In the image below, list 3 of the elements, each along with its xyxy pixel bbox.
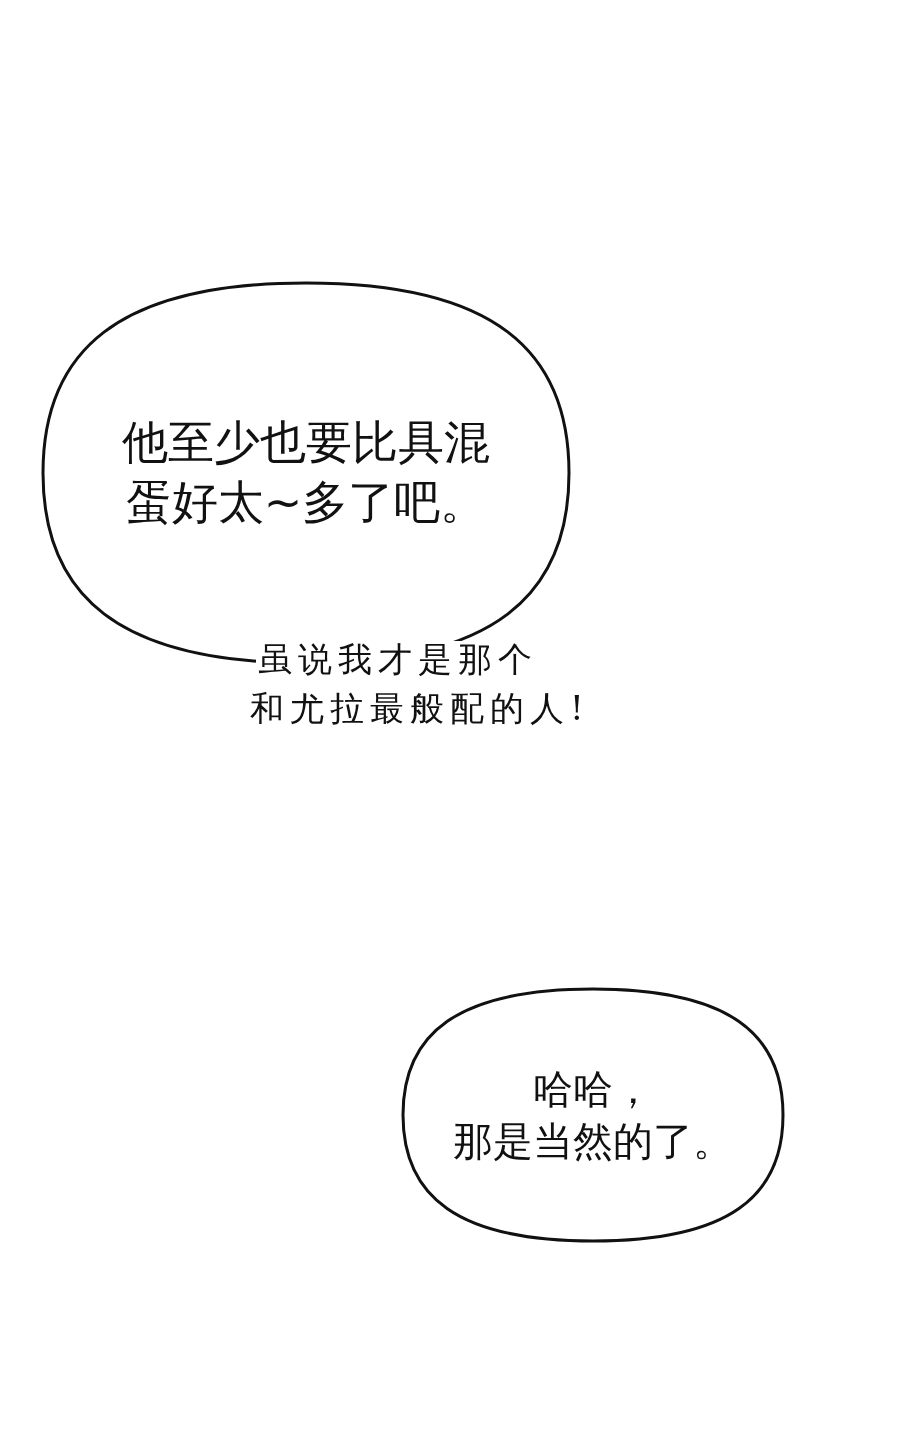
speech-text: 他至少也要比具混蛋好太~多了吧。 — [121, 414, 491, 531]
speech-text: 哈哈， — [533, 1065, 653, 1114]
speech-text: 那是当然的了。 — [453, 1117, 733, 1166]
